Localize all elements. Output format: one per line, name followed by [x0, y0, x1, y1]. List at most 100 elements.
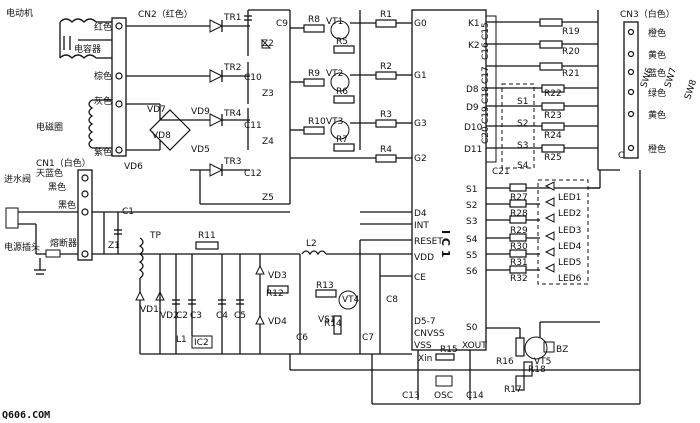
r32-label: R32 [510, 274, 528, 284]
bottom-rails [289, 170, 641, 405]
led1-label: LED1 [558, 193, 581, 203]
transformer [138, 237, 144, 279]
r4-label: R4 [380, 145, 392, 155]
pin-reset: RESET [414, 237, 443, 247]
purple-wire-label: 紫色 [94, 146, 112, 158]
mains-input: 进水阀 天蓝色 黑色 黑色 CN1（白色） 电源插头 熔断器 [4, 157, 93, 275]
matrix-caps: C15 C16 C17 C18 C19 C20 [481, 15, 497, 163]
pin-d8: D8 [466, 85, 479, 95]
c10-label: C10 [244, 73, 262, 83]
pin-d5-7: D5-7 [414, 317, 436, 327]
r5-label: R5 [336, 37, 348, 47]
cn3-connector: CN3（白色） 橙色 黄色 蓝色 绿色 黄色 橙色 SW6 SW7 SW8 [620, 8, 699, 159]
c17-label: C17 [481, 66, 491, 84]
tr4-label: TR4 [223, 109, 242, 119]
brown-wire-label: 棕色 [94, 70, 112, 82]
vd3-label: VD3 [268, 271, 287, 281]
motor-coil-2 [59, 54, 97, 59]
water-valve-label: 进水阀 [4, 173, 31, 185]
r7-label: R7 [336, 135, 348, 145]
s4-switch-label: S4 [517, 161, 529, 171]
pin-s0: S0 [466, 323, 478, 333]
pin-s5: S5 [466, 251, 477, 261]
led3-label: LED3 [558, 226, 581, 236]
vd8-label: VD8 [152, 131, 171, 141]
c19-label: C19 [481, 106, 491, 124]
l1-label: L1 [176, 335, 187, 345]
s1-switch-label: S1 [517, 97, 528, 107]
buzzer-label: BZ [556, 345, 568, 355]
vs1-label: VS1 [318, 315, 336, 325]
key-matrix: C15 C16 C17 C18 C19 C20 R19 R20 R21 R22 … [481, 10, 636, 177]
cn2-label: CN2（红色） [138, 8, 193, 20]
watermark: Q606.COM [2, 410, 50, 421]
cn3-label: CN3（白色） [620, 8, 675, 20]
l2-label: L2 [306, 239, 317, 249]
r6-label: R6 [336, 87, 348, 97]
vt4-label: VT4 [342, 295, 360, 305]
c20-label: C20 [481, 126, 491, 144]
vd5-label: VD5 [191, 145, 210, 155]
orange-wire-1: 橙色 [648, 27, 666, 39]
regulator: VD3 R12 VD4 C6 VS1 R13 R14 VT4 L2 C7 C8 [255, 211, 412, 355]
c13-label: C13 [402, 391, 420, 401]
green-wire: 绿色 [648, 87, 666, 99]
r27-label: R27 [510, 193, 528, 203]
pin-g0: G0 [414, 19, 427, 29]
s2-switch-label: S2 [517, 119, 528, 129]
pin-d11: D11 [464, 145, 482, 155]
r14-label: R14 [324, 319, 342, 329]
pin-xout: XOUT [462, 341, 487, 351]
r24-label: R24 [544, 131, 562, 141]
inductor-l2 [301, 250, 327, 256]
r15-label: R15 [440, 345, 458, 355]
pin-d9: D9 [466, 103, 479, 113]
pin-g3: G3 [414, 119, 427, 129]
c8-label: C8 [386, 295, 398, 305]
r2-label: R2 [380, 62, 392, 72]
coil-label: 电磁圈 [36, 121, 63, 133]
c3-label: C3 [190, 311, 202, 321]
triac-row-4: TR3 C12 Z5 [190, 157, 290, 205]
r12-label: R12 [266, 289, 284, 299]
vt2-label: VT2 [326, 69, 343, 79]
z5-label: Z5 [262, 193, 274, 203]
tr3-label: TR3 [223, 157, 241, 167]
r11-label: R11 [198, 231, 216, 241]
ic2-label: IC2 [194, 338, 209, 348]
pin-vss: VSS [414, 341, 432, 351]
sw8-label: SW8 [683, 78, 699, 101]
vt3-label: VT3 [326, 117, 343, 127]
motor-label: 电动机 [6, 7, 33, 19]
pin-g2: G2 [414, 154, 427, 164]
gate-transistors: R8 VT1 R5 R9 VT2 R6 R10 VT3 R7 R1 R2 R3 … [290, 10, 412, 163]
buzzer-driver: R16 VT5 BZ R17 R18 [486, 321, 600, 395]
c6-label: C6 [296, 333, 308, 343]
r25-label: R25 [544, 153, 562, 163]
pin-xin: Xin [418, 354, 432, 364]
ic1-mark: I C 1 [439, 230, 452, 257]
tr2-label: TR2 [223, 63, 241, 73]
r19-label: R19 [562, 27, 580, 37]
pin-d4: D4 [414, 209, 427, 219]
ic1-body [411, 9, 487, 351]
plug-label: 电源插头 [4, 241, 40, 253]
black-label-2: 黑色 [58, 199, 76, 211]
pin-s2: S2 [466, 201, 477, 211]
bridge-rectifier: VD7 VD8 VD9 VD5 VD6 [124, 103, 210, 172]
pin-ce: CE [414, 273, 426, 283]
z2-label: Z2 [262, 39, 274, 49]
pin-k1: K1 [468, 19, 480, 29]
power-supply: C1 Z1 TP R11 VD1 VD2 C2 C3 C4 C5 L1 IC2 [92, 207, 300, 355]
pin-s6: S6 [466, 267, 478, 277]
z4-label: Z4 [262, 137, 274, 147]
vd6-label: VD6 [124, 162, 143, 172]
c12-label: C12 [244, 169, 262, 179]
motor-section: 电动机 电容器 [6, 7, 112, 59]
vd9-label: VD9 [191, 107, 210, 117]
r10-label: R10 [308, 117, 326, 127]
red-wire-label: 红色 [94, 21, 112, 33]
coil-section: 电磁圈 [36, 99, 112, 149]
pin-k2: K2 [468, 41, 480, 51]
